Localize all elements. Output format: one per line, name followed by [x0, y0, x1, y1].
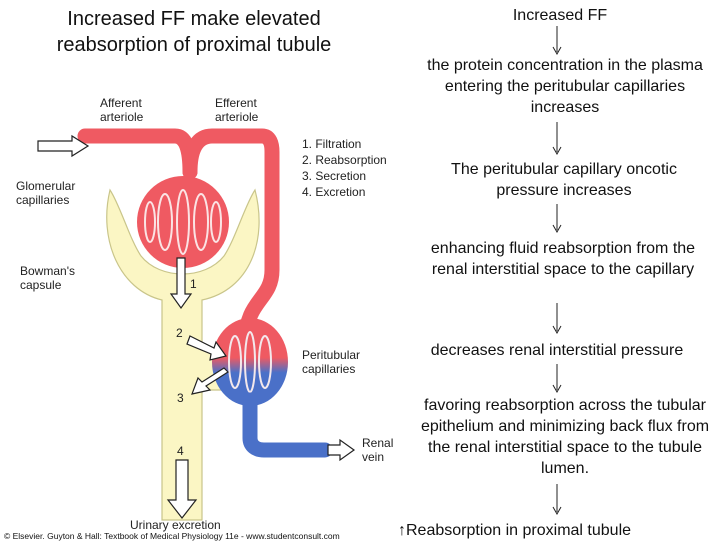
process-reabsorption: 2. Reabsorption: [302, 153, 387, 167]
renal-vein-arrow: [327, 438, 356, 462]
flow-arrow-1: [552, 26, 562, 56]
excretion-arrow: [166, 459, 198, 519]
flow-step-5: decreases renal interstitial pressure: [430, 342, 684, 359]
flow-arrow-6: [552, 484, 562, 516]
efferent-arteriole: [182, 128, 280, 348]
step-number-3: 3: [177, 391, 184, 405]
urinary-excretion-label: Urinary excretion: [130, 518, 221, 532]
process-excretion: 4. Excretion: [302, 185, 365, 199]
flow-arrow-3: [552, 204, 562, 234]
renal-vein: [242, 392, 333, 458]
step-number-4: 4: [177, 444, 184, 458]
flow-step-6: favoring reabsorption across the tubular…: [420, 397, 710, 477]
step-number-1: 1: [190, 277, 197, 291]
afferent-arteriole: [77, 128, 198, 180]
flow-step-7: ↑Reabsorption in proximal tubule: [398, 522, 632, 539]
copyright-credit: © Elsevier. Guyton & Hall: Textbook of M…: [4, 531, 340, 541]
process-filtration: 1. Filtration: [302, 137, 361, 151]
flow-step-3: The peritubular capillary oncotic pressu…: [451, 161, 677, 199]
process-secretion: 3. Secretion: [302, 169, 366, 183]
flow-arrow-4: [552, 303, 562, 335]
secretion-arrow: [191, 367, 229, 395]
bowmans-capsule: [106, 188, 260, 521]
filtration-arrow: [169, 257, 193, 310]
flow-arrow-2: [552, 122, 562, 156]
flow-step-4: enhancing fluid reabsorption from the re…: [430, 240, 696, 278]
step-number-2: 2: [176, 326, 183, 340]
flow-arrow-5: [552, 364, 562, 394]
flow-step-1: Increased FF: [512, 7, 608, 24]
flow-step-2: the protein concentration in the plasma …: [427, 57, 703, 116]
inflow-arrow: [37, 134, 90, 158]
page-title: Increased FF make elevated reabsorption …: [56, 8, 332, 56]
reabsorption-arrow: [186, 335, 228, 361]
